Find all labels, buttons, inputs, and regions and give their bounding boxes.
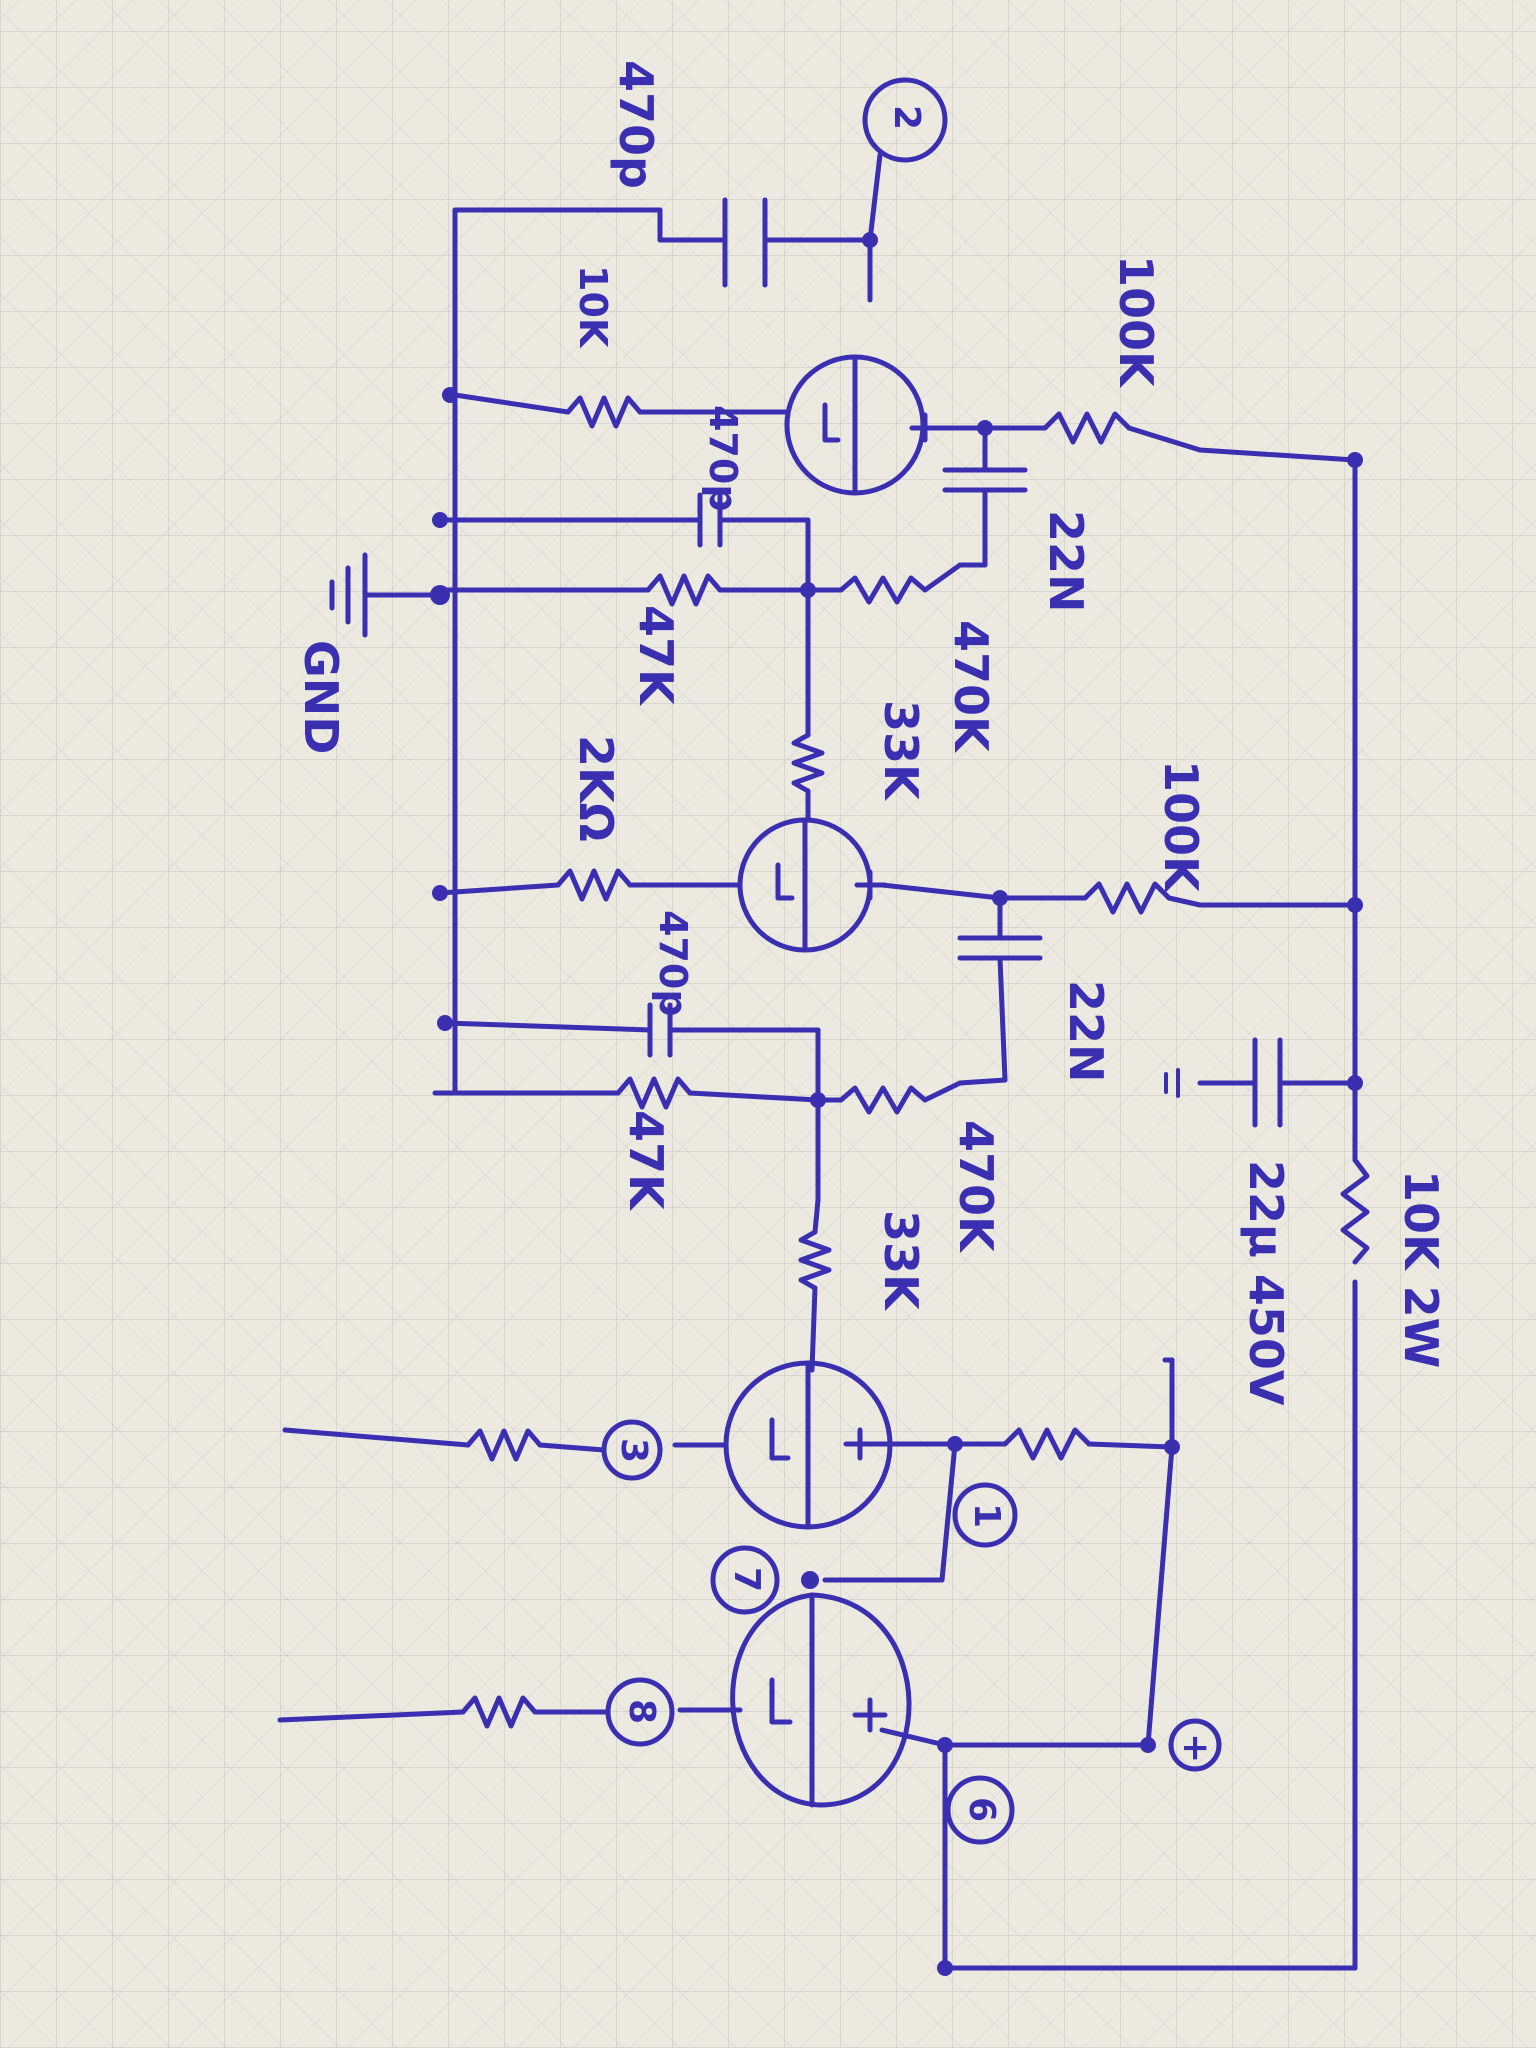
pin-7-label: 7 xyxy=(726,1567,767,1592)
pin-plus-marker xyxy=(1168,1718,1222,1772)
ground-symbol xyxy=(329,552,443,638)
fb-network-2 xyxy=(442,1002,821,1203)
r-ser-2 xyxy=(798,1197,832,1373)
v3-v4-link xyxy=(710,1441,1018,1615)
pin-3-label: 3 xyxy=(613,1438,654,1463)
pin-plus-label: + xyxy=(1175,1733,1216,1763)
label-c-in: 470p xyxy=(609,60,663,189)
label-r-grid-2: 470K xyxy=(949,1120,1003,1254)
pin-6-label: 6 xyxy=(961,1797,1002,1822)
label-r-grid-1: 470K xyxy=(944,620,998,754)
pin-6-marker xyxy=(945,1775,1015,1845)
label-gnd: GND xyxy=(294,640,348,754)
label-c-cpl-2: 22N xyxy=(1059,980,1113,1083)
label-r-ser-1: 33K xyxy=(874,700,928,802)
tube-v3 xyxy=(723,1360,963,1530)
tube-v4 xyxy=(730,1592,953,1808)
pin-7-marker xyxy=(710,1545,780,1615)
r-grid-1 xyxy=(800,562,963,605)
r-grid-2 xyxy=(810,1080,963,1115)
tube-v1 xyxy=(784,354,993,496)
pin-1-marker xyxy=(952,1482,1018,1548)
v4-input-leg xyxy=(277,1677,743,1747)
c-filter xyxy=(1164,1037,1358,1128)
r-plate-2 xyxy=(997,881,1358,915)
r-plate-1 xyxy=(982,411,1358,463)
v3-input-leg xyxy=(282,1419,729,1481)
label-c-cpl-1: 22N xyxy=(1039,510,1093,613)
r-ser-1 xyxy=(791,697,825,823)
tube-v2 xyxy=(737,817,1008,953)
c-cpl-2 xyxy=(957,895,1043,1086)
labels-layer: 2 3 1 7 8 6 + 470p 100K 10K 470p 22N 470… xyxy=(294,60,1448,1822)
v3-plate-leg xyxy=(942,1357,1180,1753)
output-pins xyxy=(945,1718,1222,1845)
label-c-fb-1: 470p xyxy=(701,405,745,512)
pin-2-label: 2 xyxy=(886,105,927,130)
r-grid-stop xyxy=(452,392,791,429)
label-r-ser-2: 33K xyxy=(874,1210,928,1312)
label-c-fb-2: 470p xyxy=(651,910,695,1017)
label-r-plate-1: 100K xyxy=(1109,255,1163,389)
label-r-supply: 10K 2W xyxy=(1394,1170,1448,1368)
label-r-gnd-2: 47K xyxy=(619,1110,673,1212)
tube-v4-envelope xyxy=(730,1592,912,1808)
pin-8-label: 8 xyxy=(621,1699,662,1724)
input-section xyxy=(657,77,948,303)
pin-2-marker xyxy=(862,77,948,163)
label-r-grid-stop: 10K xyxy=(571,265,615,349)
ground-rail xyxy=(430,207,663,1096)
c-cpl-1 xyxy=(942,425,1028,568)
label-r-cath: 2KΩ xyxy=(569,735,623,842)
pin-1-label: 1 xyxy=(966,1503,1007,1528)
fb-network-1 xyxy=(437,492,811,703)
r-cath xyxy=(437,868,743,902)
label-r-plate-2: 100K xyxy=(1154,760,1208,894)
label-r-gnd-1: 47K xyxy=(629,605,683,707)
label-c-filter: 22μ 450V xyxy=(1239,1160,1293,1406)
